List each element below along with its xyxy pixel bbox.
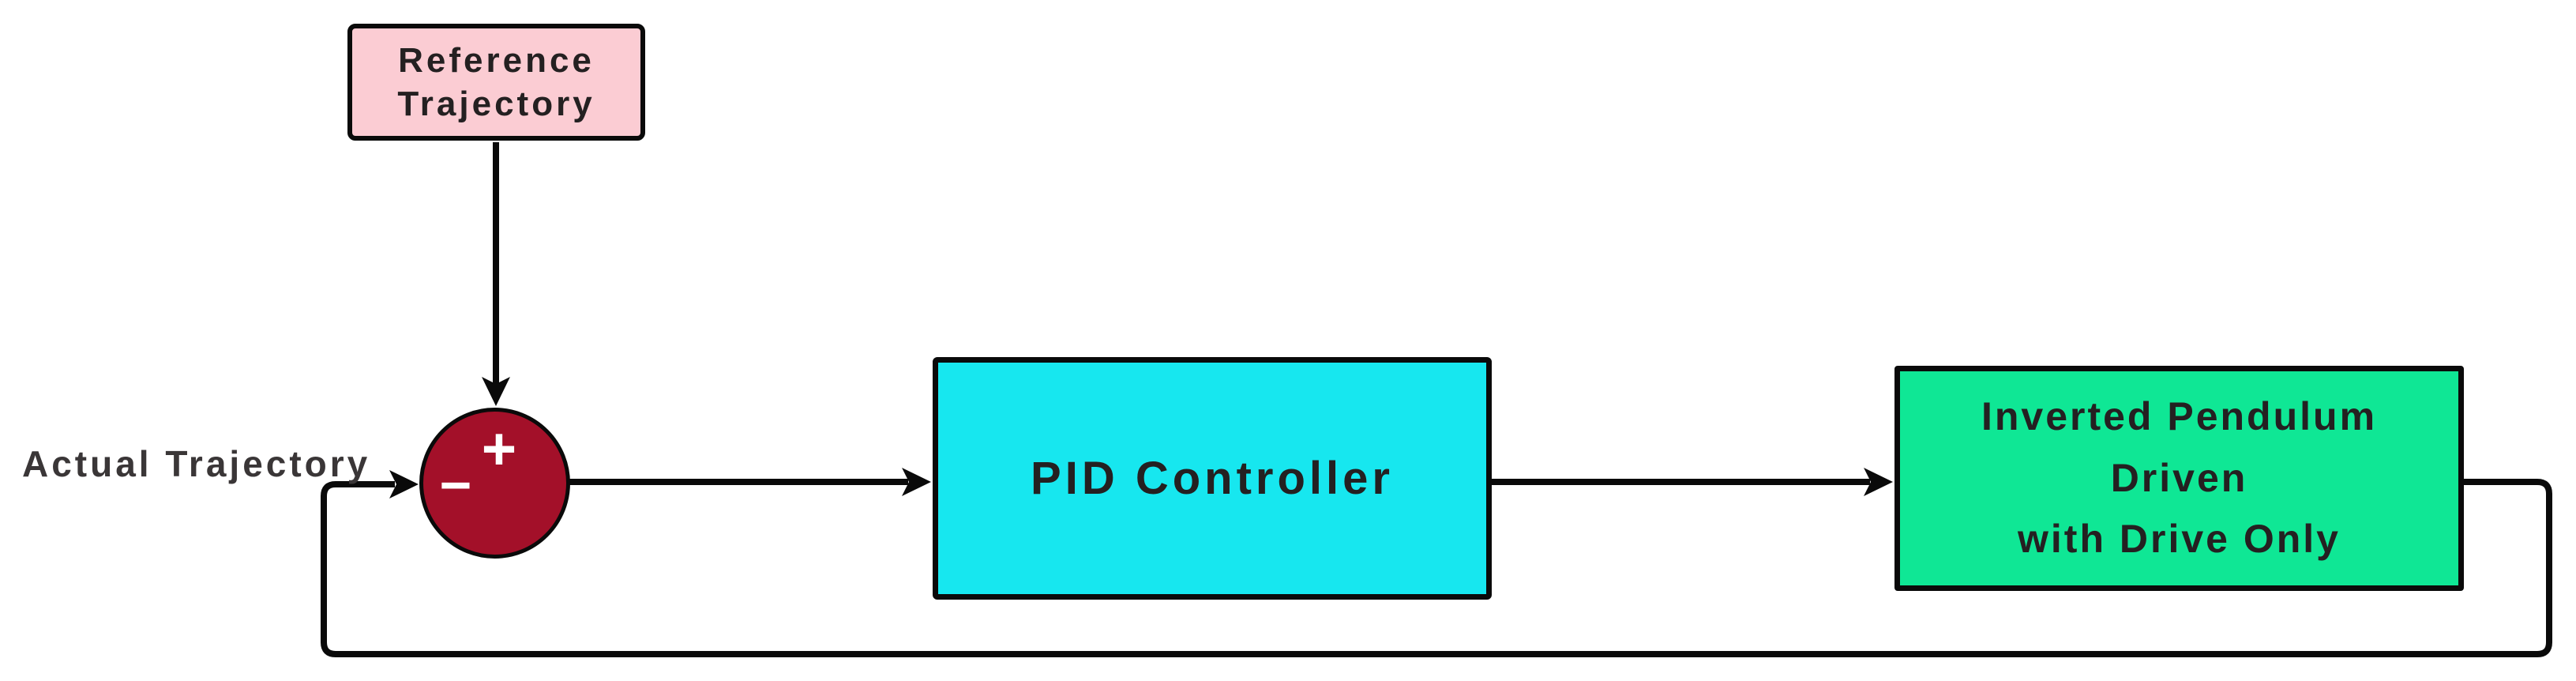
reference-to-sum-arrow <box>482 142 510 406</box>
feedback-loop-arrow <box>321 470 2552 657</box>
sum-to-pid-arrow <box>569 468 931 496</box>
arrowhead-right-icon <box>902 468 931 496</box>
arrowhead-down-icon <box>482 377 510 406</box>
plant-box: Inverted Pendulum Driven with Drive Only <box>1894 366 2464 591</box>
plant-label-line3: with Drive Only <box>2018 517 2341 562</box>
arrowhead-right-icon <box>389 470 419 499</box>
plant-label-line2: Driven <box>2110 455 2248 500</box>
plus-sign-icon: + <box>481 416 517 483</box>
pid-controller-label: PID Controller <box>1031 453 1394 504</box>
pid-to-plant-arrow <box>1492 468 1893 496</box>
summing-junction: + − <box>419 408 570 559</box>
plant-label-line1: Inverted Pendulum <box>1981 394 2378 439</box>
minus-sign-icon: − <box>439 454 472 516</box>
reference-trajectory-label-line2: Trajectory <box>397 85 595 123</box>
actual-trajectory-label: Actual Trajectory <box>22 443 371 484</box>
pid-controller-box: PID Controller <box>933 357 1492 600</box>
reference-trajectory-label-line1: Reference <box>398 41 595 80</box>
reference-trajectory-box: Reference Trajectory <box>347 24 645 141</box>
arrowhead-right-icon <box>1864 468 1893 496</box>
